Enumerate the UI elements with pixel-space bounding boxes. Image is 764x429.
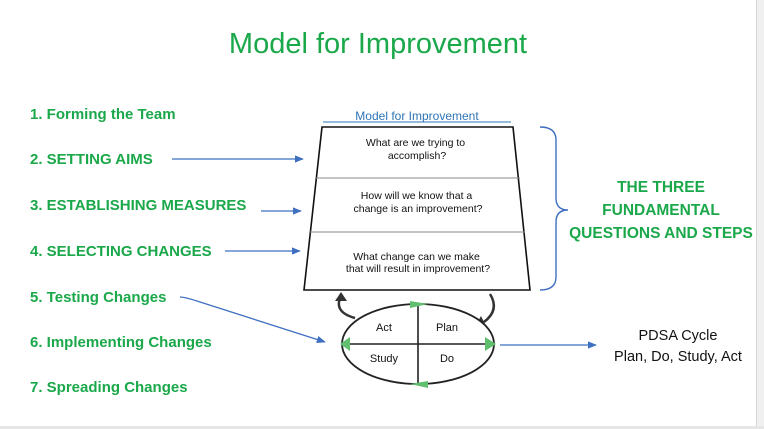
three-questions-line: FUNDAMENTAL xyxy=(602,202,720,219)
window-edge-right xyxy=(756,0,764,429)
step-selecting-changes: 4. SELECTING CHANGES xyxy=(30,243,212,260)
step-spreading-changes: 7. Spreading Changes xyxy=(30,379,188,396)
step-forming-team: 1. Forming the Team xyxy=(30,106,176,123)
step-establishing-measures: 3. ESTABLISHING MEASURES xyxy=(30,197,247,214)
window-edge-bottom xyxy=(0,426,764,429)
three-questions-label: THE THREE FUNDAMENTAL QUESTIONS AND STEP… xyxy=(566,176,756,245)
model-header: Model for Improvement xyxy=(355,109,479,123)
cycle-arrow-bottom xyxy=(410,381,428,388)
quadrant-do: Do xyxy=(440,353,454,365)
page-title: Model for Improvement xyxy=(228,28,528,60)
pdsa-caption-steps: Plan, Do, Study, Act xyxy=(614,349,742,365)
cycle-arrow-left xyxy=(340,337,350,351)
question-measure: How will we know that a change is an imp… xyxy=(354,190,483,215)
step-implementing-changes: 6. Implementing Changes xyxy=(30,334,212,351)
cycle-arrow-right xyxy=(485,337,496,351)
quadrant-study: Study xyxy=(370,353,399,365)
quadrant-plan: Plan xyxy=(436,322,458,334)
question-aim: What are we trying to accomplish? xyxy=(366,137,468,162)
step-setting-aims: 2. SETTING AIMS xyxy=(30,151,153,168)
step-testing-changes: 5. Testing Changes xyxy=(30,289,167,306)
questions-brace xyxy=(539,126,569,291)
three-questions-line: QUESTIONS AND STEPS xyxy=(569,225,753,242)
cycle-arrow-top xyxy=(410,301,428,308)
three-questions-line: THE THREE xyxy=(617,179,705,196)
curved-arrow-left-head xyxy=(335,292,347,301)
pdsa-caption-title: PDSA Cycle xyxy=(638,328,718,344)
curved-arrow-right xyxy=(483,293,496,323)
quadrant-act: Act xyxy=(376,322,392,334)
arrow-testing xyxy=(179,296,326,343)
questions-trapezoid xyxy=(303,126,531,291)
question-change: What change can we make that will result… xyxy=(346,251,490,275)
pdsa-caption: PDSA Cycle Plan, Do, Study, Act xyxy=(596,326,760,368)
